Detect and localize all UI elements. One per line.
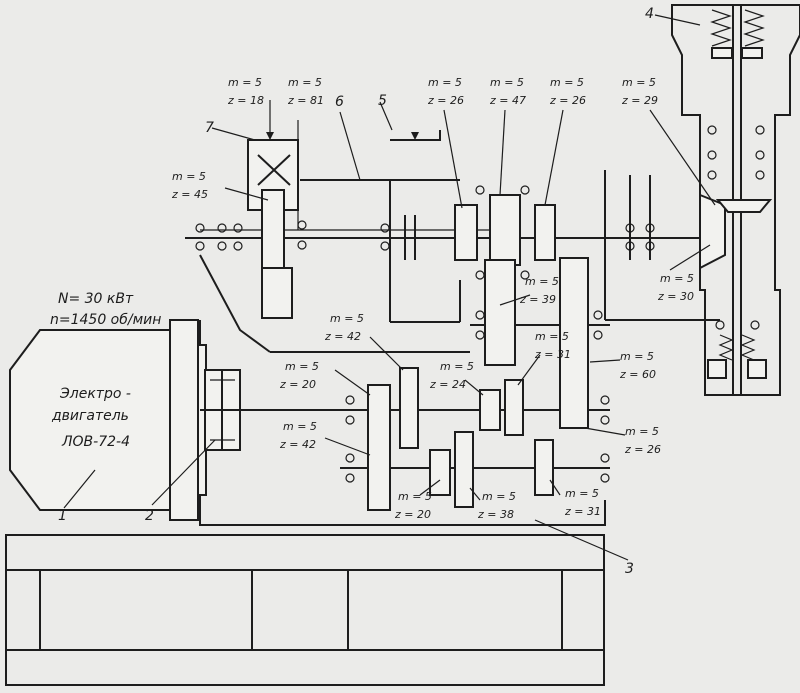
- gear-label-m: m = 5: [660, 272, 694, 285]
- gear-label-m: m = 5: [622, 76, 656, 89]
- gear-label-z: z = 39: [519, 293, 556, 306]
- gear-label-m: m = 5: [285, 360, 319, 373]
- gear-label-z: z = 24: [429, 378, 466, 391]
- callout-1: 1: [58, 508, 67, 524]
- gear-label-z: z = 20: [279, 378, 316, 391]
- gear-label-m: m = 5: [490, 76, 524, 89]
- gear-label-z: z = 81: [287, 94, 324, 107]
- electric-motor: Электро - двигатель ЛОВ-72-4 N= 30 кВт n…: [9, 291, 207, 521]
- callout-numbers: 1 2 3 4 5 6 7: [58, 6, 654, 577]
- motor-name-line2: двигатель: [51, 408, 129, 424]
- gear-label-z: z = 42: [324, 330, 361, 343]
- callout-3: 3: [625, 561, 634, 577]
- gear-labels: m = 5 z = 18 m = 5 z = 81 m = 5 z = 26 m…: [171, 76, 694, 521]
- gear-label-z: z = 31: [564, 505, 601, 518]
- gear-label-z: z = 18: [227, 94, 264, 107]
- gear-label-m: m = 5: [625, 425, 659, 438]
- gear-label-m: m = 5: [550, 76, 584, 89]
- gear-label-m: m = 5: [428, 76, 462, 89]
- machine-base: [5, 534, 605, 686]
- gear-label-z: z = 42: [279, 438, 316, 451]
- gear-label-m: m = 5: [482, 490, 516, 503]
- worm-gear-unit: [247, 100, 307, 319]
- callout-7: 7: [205, 120, 214, 136]
- motor-speed: n=1450 об/мин: [50, 312, 161, 328]
- motor-power: N= 30 кВт: [58, 291, 134, 307]
- gear-label-z: z = 26: [427, 94, 464, 107]
- gear-label-z: z = 29: [621, 94, 658, 107]
- gear-label-m: m = 5: [440, 360, 474, 373]
- spindle-head: [671, 4, 800, 396]
- gear-label-m: m = 5: [330, 312, 364, 325]
- gear-cluster-upper: [390, 130, 651, 429]
- gear-label-z: z = 31: [534, 348, 571, 361]
- gear-cluster-lower: [367, 367, 554, 511]
- gear-label-m: m = 5: [620, 350, 654, 363]
- gear-label-m: m = 5: [172, 170, 206, 183]
- gear-label-z: z = 38: [477, 508, 514, 521]
- gear-label-z: z = 45: [171, 188, 208, 201]
- motor-name-line1: Электро -: [59, 386, 131, 402]
- leader-lines: [63, 14, 716, 561]
- gear-label-z: z = 47: [489, 94, 526, 107]
- gear-label-m: m = 5: [228, 76, 262, 89]
- callout-6: 6: [335, 94, 344, 110]
- gear-label-m: m = 5: [288, 76, 322, 89]
- callout-2: 2: [145, 508, 154, 524]
- callout-4: 4: [645, 6, 654, 22]
- gear-label-z: z = 26: [549, 94, 586, 107]
- motor-name-line3: ЛОВ-72-4: [61, 434, 130, 450]
- bearings: [195, 185, 655, 483]
- gear-label-m: m = 5: [398, 490, 432, 503]
- gear-label-m: m = 5: [535, 330, 569, 343]
- gear-label-m: m = 5: [283, 420, 317, 433]
- gear-label-m: m = 5: [565, 487, 599, 500]
- gear-label-z: z = 26: [624, 443, 661, 456]
- gear-label-z: z = 60: [619, 368, 656, 381]
- gear-label-m: m = 5: [525, 275, 559, 288]
- gear-label-z: z = 20: [394, 508, 431, 521]
- callout-5: 5: [378, 93, 387, 109]
- gear-label-z: z = 30: [657, 290, 694, 303]
